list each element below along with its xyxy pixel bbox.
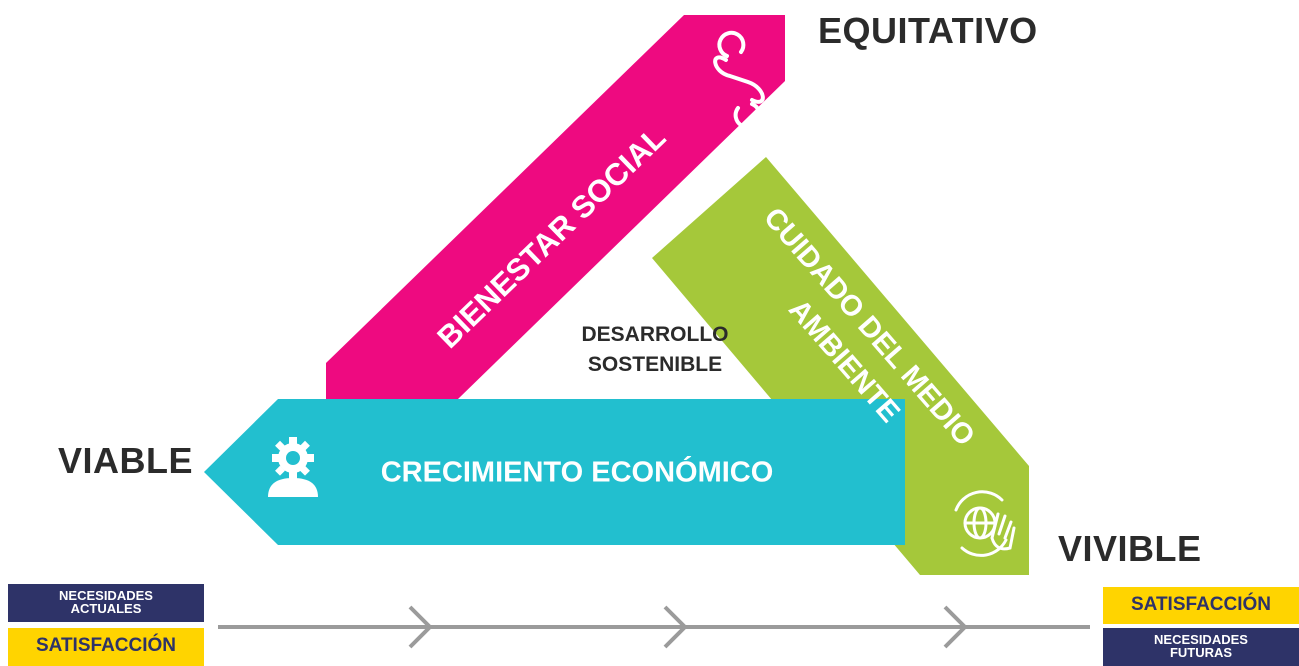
current-needs-box: NECESIDADES ACTUALES: [8, 584, 204, 622]
economic-arrow: [204, 399, 905, 545]
left-satisfaction-box: SATISFACCIÓN: [8, 628, 204, 666]
corner-label-top: EQUITATIVO: [818, 10, 1038, 51]
timeline-chevron-1: [408, 605, 432, 649]
right-satisfaction-box: SATISFACCIÓN: [1103, 587, 1299, 624]
future-needs-line2: FUTURAS: [1169, 645, 1233, 660]
infinity-icon: [713, 30, 765, 130]
future-needs-line1: NECESIDADES: [1154, 632, 1248, 647]
economic-arrow-label: CRECIMIENTO ECONÓMICO: [381, 455, 774, 489]
center-label-line2: SOSTENIBLE: [587, 353, 723, 376]
timeline-chevron-2: [663, 605, 687, 649]
timeline-chevron-3: [943, 605, 967, 649]
environment-arrow: [652, 157, 1029, 575]
current-needs-line1: NECESIDADES: [59, 588, 153, 603]
corner-label-left: VIABLE: [58, 440, 194, 481]
future-needs-box: NECESIDADES FUTURAS: [1103, 628, 1299, 666]
social-arrow: [326, 15, 785, 399]
gear-person-icon: [268, 437, 318, 497]
current-needs-line2: ACTUALES: [70, 601, 142, 616]
center-label: DESARROLLO SOSTENIBLE: [540, 320, 770, 380]
center-label-line1: DESARROLLO: [581, 323, 729, 346]
globe-hand-icon: [954, 490, 1016, 557]
corner-label-right: VIVIBLE: [1058, 528, 1202, 569]
